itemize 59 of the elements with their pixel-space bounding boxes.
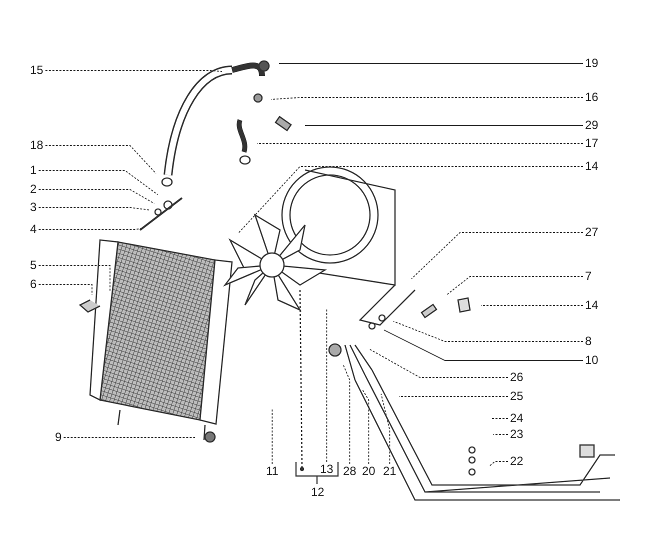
callout-number: 15 — [30, 64, 44, 77]
leader-line — [362, 388, 370, 464]
callout-number: 14 — [585, 299, 598, 312]
callout-number: 23 — [510, 428, 524, 441]
callout-number: 7 — [585, 270, 592, 283]
callout-number: 20 — [362, 465, 376, 478]
callout-number: 16 — [585, 91, 598, 104]
callout-number: 4 — [30, 223, 37, 236]
leader-line — [38, 170, 158, 196]
callout-number: 8 — [585, 335, 592, 348]
callout-number: 3 — [30, 201, 37, 214]
leader-line — [44, 145, 156, 174]
leader-line — [489, 461, 508, 466]
leader-line — [278, 63, 584, 64]
leader-line — [369, 348, 508, 378]
leader-line — [392, 320, 584, 342]
callout-number: 18 — [30, 139, 44, 152]
leader-line — [480, 305, 584, 306]
leader-line — [38, 207, 150, 210]
callout-number: 22 — [510, 455, 524, 468]
leader-line — [492, 418, 508, 419]
leader-line — [256, 143, 584, 144]
leader-line — [398, 396, 508, 397]
callout-number: 9 — [55, 431, 62, 444]
leader-line — [384, 330, 584, 361]
callout-number: 25 — [510, 390, 524, 403]
leader-line — [272, 408, 273, 464]
callout-number: 29 — [585, 119, 598, 132]
callout-number: 21 — [383, 465, 396, 478]
callout-number: 27 — [585, 226, 598, 239]
callout-number: 11 — [266, 465, 278, 478]
callout-number: 12 — [311, 486, 324, 499]
leader-line — [492, 434, 508, 435]
callout-number: 5 — [30, 259, 37, 272]
callout-number: 24 — [510, 412, 524, 425]
leader-line — [238, 166, 584, 234]
leader-line — [44, 70, 222, 72]
callout-number: 2 — [30, 183, 37, 196]
callout-number: 26 — [510, 371, 524, 384]
callout-number: 6 — [30, 278, 37, 291]
leader-line — [380, 393, 390, 464]
callout-number: 1 — [30, 164, 37, 177]
leader-line — [38, 228, 142, 230]
callout-number: 19 — [585, 57, 598, 70]
callout-number: 10 — [585, 354, 598, 367]
leader-line — [446, 276, 584, 295]
leader-line — [342, 364, 350, 464]
leader-line — [38, 284, 92, 296]
leader-line — [411, 232, 584, 280]
callout-number: 28 — [343, 465, 356, 478]
leader-line — [63, 437, 196, 438]
leader-line — [304, 125, 584, 126]
leader-line — [38, 189, 155, 204]
leader-line — [38, 265, 110, 292]
leader-line — [270, 97, 584, 100]
callout-number: 13 — [320, 463, 334, 476]
leader-line — [326, 308, 328, 462]
callout-number: 17 — [585, 137, 598, 150]
callout-number: 14 — [585, 160, 598, 173]
